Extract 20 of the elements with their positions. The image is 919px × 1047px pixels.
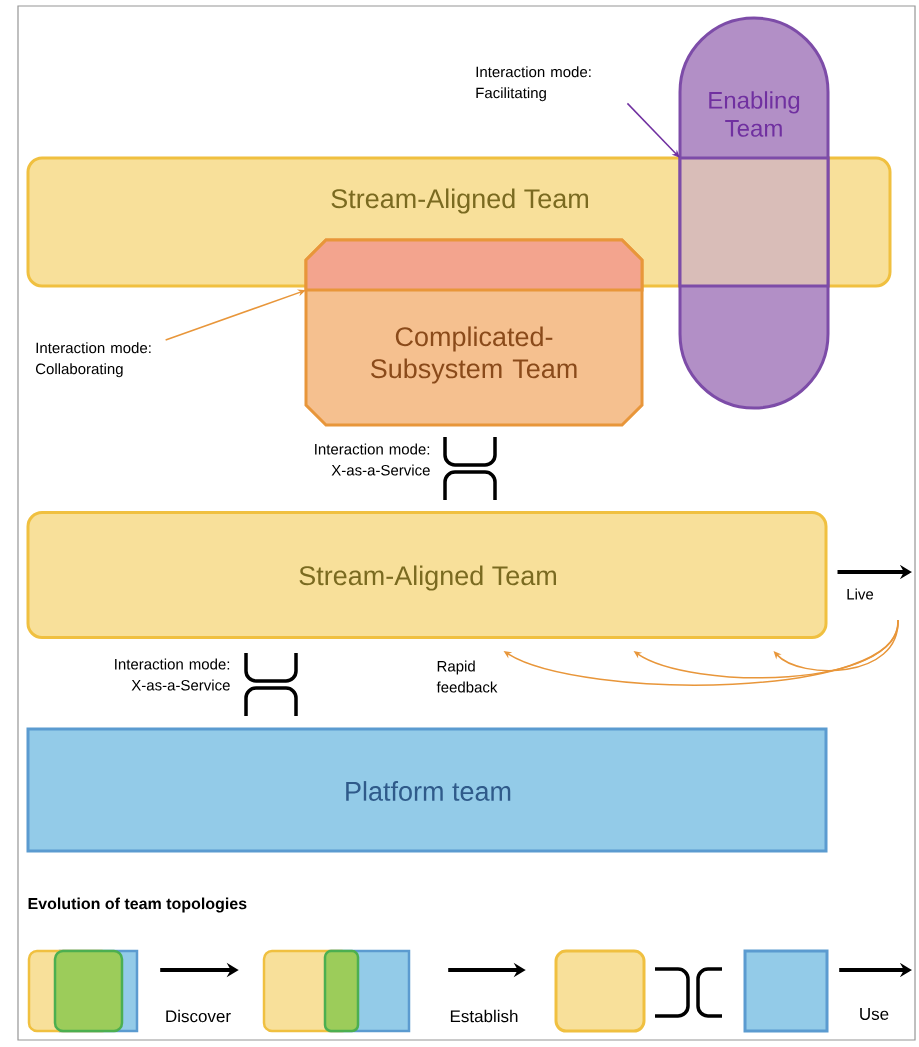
overlap-area: [678, 156, 830, 288]
annotation-text: Interaction mode: Facilitating: [476, 66, 591, 102]
section-heading: Evolution of team topologies: [28, 897, 247, 913]
team-box: Stream-Aligned Team: [26, 511, 828, 639]
team-box: Platform team: [26, 727, 828, 853]
edge-label: Live: [847, 588, 874, 600]
edge-label: Discover: [166, 1009, 231, 1023]
annotation-text: Interaction mode: Collaborating: [35, 342, 151, 378]
topology-drawing: [27, 949, 139, 1033]
arrow: [626, 102, 680, 158]
edge-label: Establish: [450, 1009, 518, 1023]
annotation-text: Interaction mode: X-as-a-Service: [115, 658, 230, 691]
edge-label: Use: [860, 1008, 889, 1020]
annotation-text: Interaction mode: X-as-a-Service: [315, 443, 430, 476]
topology-drawing: [262, 949, 411, 1033]
arrow: [773, 619, 899, 672]
team-square: [743, 949, 829, 1033]
edge-label: Rapid feedback: [436, 660, 498, 693]
team-square: [554, 949, 646, 1033]
overlap-area: [304, 238, 644, 292]
